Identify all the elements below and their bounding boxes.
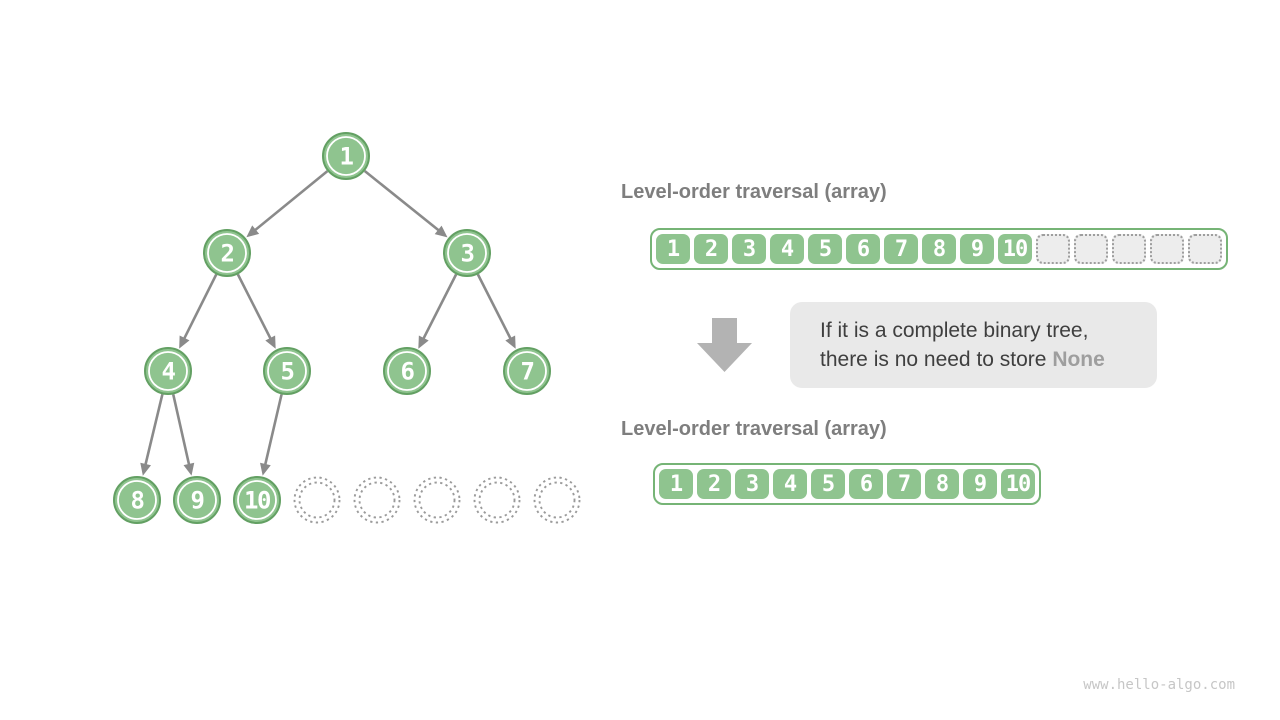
array-cell: 2 bbox=[697, 469, 731, 499]
tree-node: 8 bbox=[113, 476, 161, 524]
down-arrow-icon bbox=[697, 318, 752, 372]
tree-node: 6 bbox=[383, 347, 431, 395]
note-none-highlight: None bbox=[1052, 348, 1105, 371]
tree-node-value: 8 bbox=[131, 486, 144, 514]
array-cell: 4 bbox=[773, 469, 807, 499]
array-cell-empty bbox=[1074, 234, 1108, 264]
array-cell: 9 bbox=[960, 234, 994, 264]
binary-tree-diagram: 1 2 3 4 5 6 7 8 9 10 bbox=[113, 132, 581, 524]
array-cell: 6 bbox=[849, 469, 883, 499]
tree-node-value: 4 bbox=[162, 357, 176, 385]
tree-node-value: 3 bbox=[461, 239, 474, 267]
array-cell: 7 bbox=[884, 234, 918, 264]
tree-node-value: 1 bbox=[340, 142, 354, 170]
tree-node-empty bbox=[473, 476, 521, 524]
array-cell: 10 bbox=[1001, 469, 1035, 499]
array-cell: 8 bbox=[925, 469, 959, 499]
array-cell: 8 bbox=[922, 234, 956, 264]
tree-edge bbox=[140, 394, 164, 476]
tree-node-empty bbox=[293, 476, 341, 524]
tree-node-value: 7 bbox=[521, 357, 534, 385]
tree-node-empty bbox=[353, 476, 401, 524]
tree-edge bbox=[236, 273, 276, 349]
tree-edge bbox=[246, 170, 329, 238]
array-label-bottom: Level-order traversal (array) bbox=[621, 418, 887, 440]
tree-node-value: 6 bbox=[401, 357, 415, 385]
array-label-top: Level-order traversal (array) bbox=[621, 181, 887, 203]
tree-edge bbox=[363, 169, 448, 238]
tree-node: 3 bbox=[443, 229, 491, 277]
array-cell: 10 bbox=[998, 234, 1032, 264]
tree-edge bbox=[476, 273, 516, 349]
array-cell: 6 bbox=[846, 234, 880, 264]
tree-node-empty bbox=[413, 476, 461, 524]
tree-node: 5 bbox=[263, 347, 311, 395]
tree-node-value: 5 bbox=[281, 357, 294, 385]
tree-node: 2 bbox=[203, 229, 251, 277]
tree-node: 10 bbox=[233, 476, 281, 524]
array-cell: 5 bbox=[808, 234, 842, 264]
array-cell: 2 bbox=[694, 234, 728, 264]
array-cell-empty bbox=[1188, 234, 1222, 264]
tree-node: 4 bbox=[144, 347, 192, 395]
array-cell: 4 bbox=[770, 234, 804, 264]
array-cell: 3 bbox=[735, 469, 769, 499]
array-cell: 1 bbox=[659, 469, 693, 499]
tree-node-value: 2 bbox=[221, 239, 234, 267]
array-cell: 3 bbox=[732, 234, 766, 264]
tree-edge bbox=[418, 273, 458, 349]
tree-node: 7 bbox=[503, 347, 551, 395]
array-cell-empty bbox=[1036, 234, 1070, 264]
array-cell-empty bbox=[1112, 234, 1146, 264]
tree-edge bbox=[171, 394, 195, 476]
tree-node: 1 bbox=[322, 132, 370, 180]
tree-edge bbox=[179, 273, 218, 349]
note-line-2: there is no need to store None bbox=[820, 345, 1157, 374]
note-line-2-text: there is no need to store bbox=[820, 348, 1053, 371]
array-cell-empty bbox=[1150, 234, 1184, 264]
array-cell: 7 bbox=[887, 469, 921, 499]
note-box: If it is a complete binary tree, there i… bbox=[790, 302, 1157, 388]
tree-node-value: 9 bbox=[191, 486, 204, 514]
tree-node-empty bbox=[533, 476, 581, 524]
note-line-1: If it is a complete binary tree, bbox=[820, 319, 1089, 342]
array-cell: 5 bbox=[811, 469, 845, 499]
tree-node: 9 bbox=[173, 476, 221, 524]
tree-edge bbox=[260, 394, 283, 476]
watermark: www.hello-algo.com bbox=[1083, 677, 1235, 693]
array-cell: 1 bbox=[656, 234, 690, 264]
array-cell: 9 bbox=[963, 469, 997, 499]
tree-node-value: 10 bbox=[244, 486, 271, 514]
